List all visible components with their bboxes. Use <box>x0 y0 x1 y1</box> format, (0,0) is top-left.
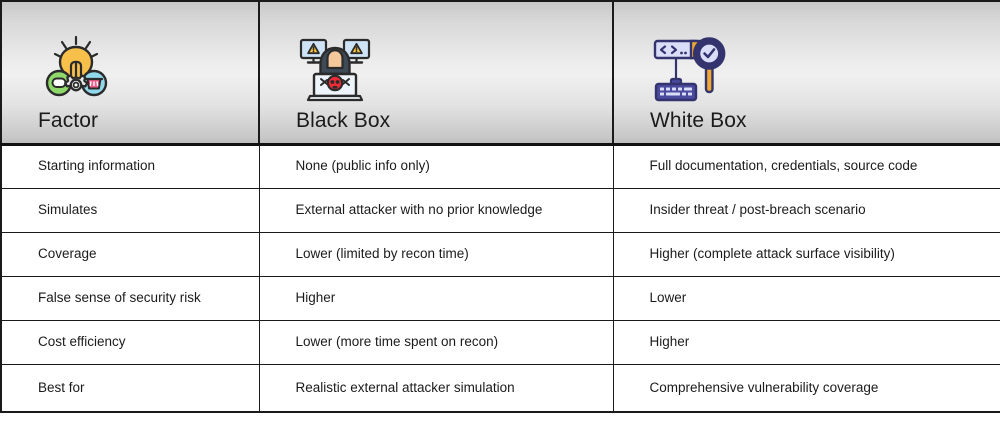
table-header-row: Factor <box>0 0 1000 146</box>
cell-black-box: Lower (more time spent on recon) <box>259 320 614 365</box>
cell-factor: Simulates <box>0 188 260 233</box>
column-header-black-box: Black Box <box>259 0 614 146</box>
table-row: Starting information None (public info o… <box>0 144 1000 189</box>
cell-factor: False sense of security risk <box>0 276 260 321</box>
cell-factor: Cost efficiency <box>0 320 260 365</box>
table-row: Simulates External attacker with no prio… <box>0 188 1000 233</box>
cell-factor: Coverage <box>0 232 260 277</box>
cell-black-box: None (public info only) <box>259 144 614 189</box>
cell-black-box: Realistic external attacker simulation <box>259 364 614 413</box>
black-box-vs-white-box-table: Factor <box>0 0 1000 413</box>
cell-black-box: Lower (limited by recon time) <box>259 232 614 277</box>
idea-gear-icon <box>38 30 116 108</box>
table-row: Best for Realistic external attacker sim… <box>0 364 1000 413</box>
hacker-laptop-icon <box>296 30 374 108</box>
column-header-factor: Factor <box>0 0 260 146</box>
cell-factor: Starting information <box>0 144 260 189</box>
code-magnifier-keyboard-icon <box>650 30 728 108</box>
table-row: Cost efficiency Lower (more time spent o… <box>0 320 1000 365</box>
column-header-label-white-box: White Box <box>650 108 747 132</box>
cell-white-box: Lower <box>613 276 1000 321</box>
cell-white-box: Comprehensive vulnerability coverage <box>613 364 1000 413</box>
cell-white-box: Full documentation, credentials, source … <box>613 144 1000 189</box>
cell-black-box: Higher <box>259 276 614 321</box>
cell-white-box: Insider threat / post-breach scenario <box>613 188 1000 233</box>
table-row: False sense of security risk Higher Lowe… <box>0 276 1000 321</box>
cell-white-box: Higher <box>613 320 1000 365</box>
table-row: Coverage Lower (limited by recon time) H… <box>0 232 1000 277</box>
column-header-label-factor: Factor <box>38 108 99 132</box>
column-header-label-black-box: Black Box <box>296 108 391 132</box>
table-body: Starting information None (public info o… <box>0 144 1000 413</box>
cell-white-box: Higher (complete attack surface visibili… <box>613 232 1000 277</box>
cell-black-box: External attacker with no prior knowledg… <box>259 188 614 233</box>
cell-factor: Best for <box>0 364 260 413</box>
column-header-white-box: White Box <box>613 0 1000 146</box>
table-header: Factor <box>0 0 1000 146</box>
